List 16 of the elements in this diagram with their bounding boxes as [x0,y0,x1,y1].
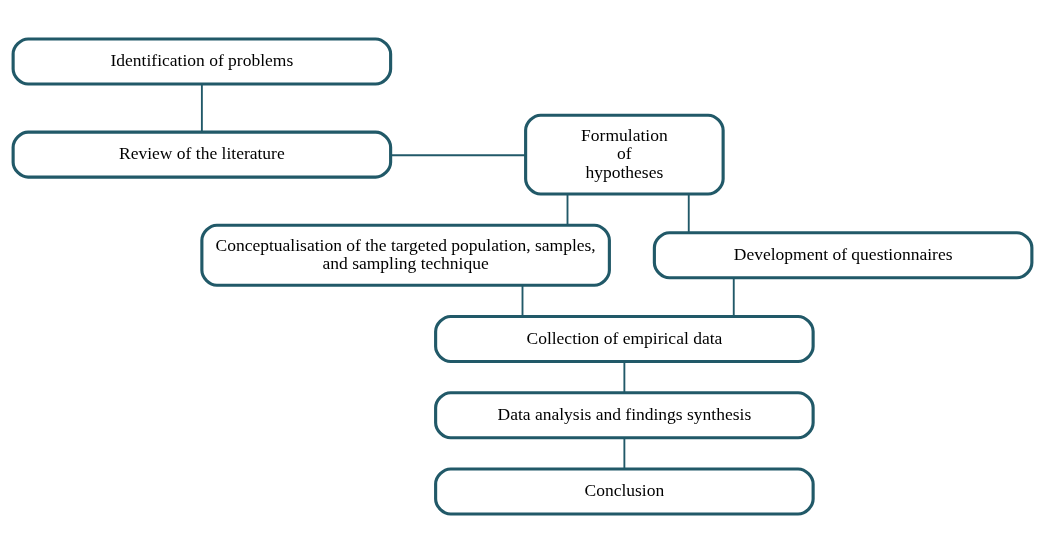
connector [521,284,524,318]
connector [566,193,569,226]
node-box: Data analysis and findings synthesis [434,391,815,440]
node-box: Conceptualisation of the targeted population, samples, and sampling technique [200,223,611,287]
connector [389,154,527,157]
node-box: Identification of problems [11,37,393,86]
connector [200,83,203,133]
node-box: Review of the literature [11,130,393,179]
node-box: Collection of empirical data [434,314,815,364]
connector [687,193,690,234]
connector [732,277,735,318]
node-box: Development of questionnaires [652,231,1034,280]
node-box: Conclusion [434,467,815,516]
node-box: Formulation of hypotheses [524,113,725,196]
connector [623,360,626,394]
connector [623,437,626,470]
